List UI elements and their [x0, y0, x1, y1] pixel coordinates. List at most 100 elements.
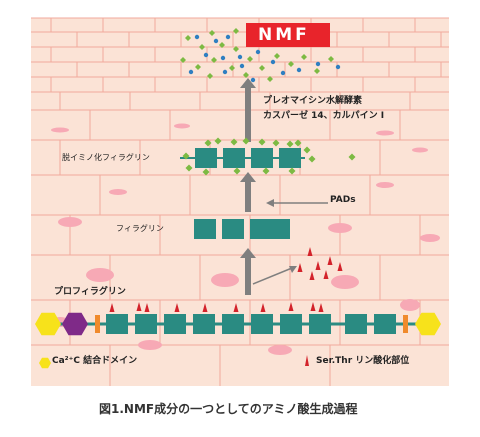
nmf-green-particle: [233, 46, 239, 52]
nucleus: [138, 340, 162, 350]
phospho-arrow-line: [252, 267, 293, 285]
legend-icons: [305, 355, 309, 366]
profilaggrin-unit: [193, 314, 215, 334]
phosphorylation-spike: [260, 303, 266, 312]
nmf-green-particle: [301, 54, 307, 60]
nucleus: [58, 217, 82, 227]
ca-binding-domain-hexagon: [35, 312, 61, 336]
deiminated-filaggrin-unit: [251, 148, 273, 168]
process-arrow-shaft: [245, 256, 251, 295]
green-amino-acid-marker: [286, 140, 294, 148]
ca-binding-domain-icon: [39, 357, 51, 369]
profilaggrin-unit: [164, 314, 186, 334]
nmf-green-particle: [267, 76, 273, 82]
green-amino-acid-marker: [262, 167, 270, 175]
phosphorylation-spike: [327, 256, 333, 265]
enzymes-line-1: プレオマイシン水解酵素: [263, 96, 363, 106]
nmf-green-particle: [199, 44, 205, 50]
nucleus: [420, 234, 440, 242]
profilaggrin-unit: [280, 314, 302, 334]
phosphorylation-spike: [297, 263, 303, 272]
filaggrin-unit: [272, 219, 290, 239]
nmf-blue-particle: [270, 59, 276, 65]
nmf-label: NMF: [258, 25, 310, 45]
profilaggrin-unit: [222, 314, 244, 334]
green-amino-acid-marker: [348, 153, 356, 161]
nucleus: [376, 130, 394, 136]
deiminated-filaggrin-unit: [195, 148, 217, 168]
nmf-blue-particle: [225, 34, 231, 40]
nmf-box: [246, 23, 330, 47]
nmf-blue-particle: [250, 77, 256, 83]
nmf-blue-particle: [203, 52, 209, 58]
nmf-blue-particle: [296, 67, 302, 73]
nmf-green-particle: [314, 68, 320, 74]
deiminated-filaggrin-unit: [223, 148, 245, 168]
process-arrow-head: [240, 172, 256, 182]
nmf-green-particle: [247, 56, 253, 62]
nmf-blue-particle: [222, 69, 228, 75]
phosphorylation-spike: [233, 303, 239, 312]
process-arrow-shaft: [245, 180, 251, 212]
green-amino-acid-marker: [233, 167, 241, 175]
phosphorylation-spike: [307, 247, 313, 256]
nmf-blue-particle: [255, 49, 261, 55]
phosphorylation-spike: [288, 302, 294, 311]
nmf-green-particle: [288, 61, 294, 67]
phosphorylation-spike: [109, 303, 115, 312]
nmf-green-particle: [195, 64, 201, 70]
filaggrin-unit: [222, 219, 244, 239]
green-amino-acid-marker: [242, 137, 250, 145]
ca-binding-domain-label: Ca²⁺C 結合ドメイン: [52, 356, 138, 366]
nucleus: [268, 345, 292, 355]
nmf-green-particle: [243, 72, 249, 78]
ca-binding-domain-hexagon: [415, 312, 441, 336]
nucleus: [400, 299, 420, 311]
nmf-green-particle: [233, 28, 239, 34]
profilaggrin-unit: [345, 314, 367, 334]
pads-arrow-head: [266, 199, 274, 207]
process-arrows: [240, 78, 328, 295]
nmf-green-particle: [180, 57, 186, 63]
phosphorylation-spike: [323, 270, 329, 279]
nmf-blue-particle: [335, 64, 341, 70]
green-amino-acid-marker: [214, 137, 222, 145]
nmf-blue-particle: [237, 54, 243, 60]
protein-chains: [35, 137, 441, 369]
nmf-green-particle: [209, 30, 215, 36]
pads-label: PADs: [330, 195, 356, 205]
process-arrow-shaft: [245, 86, 251, 142]
nucleus: [376, 182, 394, 188]
nmf-particles: [180, 28, 341, 83]
green-amino-acid-marker: [185, 164, 193, 172]
green-amino-acid-marker: [258, 138, 266, 146]
nmf-blue-particle: [188, 69, 194, 75]
phosphorylation-spike: [174, 303, 180, 312]
green-amino-acid-marker: [308, 155, 316, 163]
phosphorylation-site-label: Ser.Thr リン酸化部位: [316, 356, 410, 366]
profilaggrin-label: プロフィラグリン: [54, 287, 126, 297]
nucleus: [109, 189, 127, 195]
nucleus: [331, 275, 359, 289]
nmf-green-particle: [259, 65, 265, 71]
ca-binding-domain-hexagon: [62, 312, 88, 336]
nucleus: [174, 123, 190, 129]
nmf-blue-particle: [220, 55, 226, 61]
profilaggrin-unit: [309, 314, 331, 334]
nmf-green-particle: [328, 56, 334, 62]
phosphorylation-spike: [337, 262, 343, 271]
green-amino-acid-marker: [204, 139, 212, 147]
nmf-green-particle: [219, 42, 225, 48]
orange-linker: [95, 315, 100, 333]
phosphorylation-site-icon: [305, 355, 309, 366]
nucleus: [412, 147, 428, 153]
deiminated-filaggrin-label: 脱イミノ化フィラグリン: [62, 153, 150, 162]
nmf-blue-particle: [194, 34, 200, 40]
green-amino-acid-marker: [272, 139, 280, 147]
green-amino-acid-marker: [294, 139, 302, 147]
nmf-green-particle: [211, 57, 217, 63]
nmf-blue-particle: [315, 61, 321, 67]
filaggrin-label: フィラグリン: [116, 224, 164, 233]
